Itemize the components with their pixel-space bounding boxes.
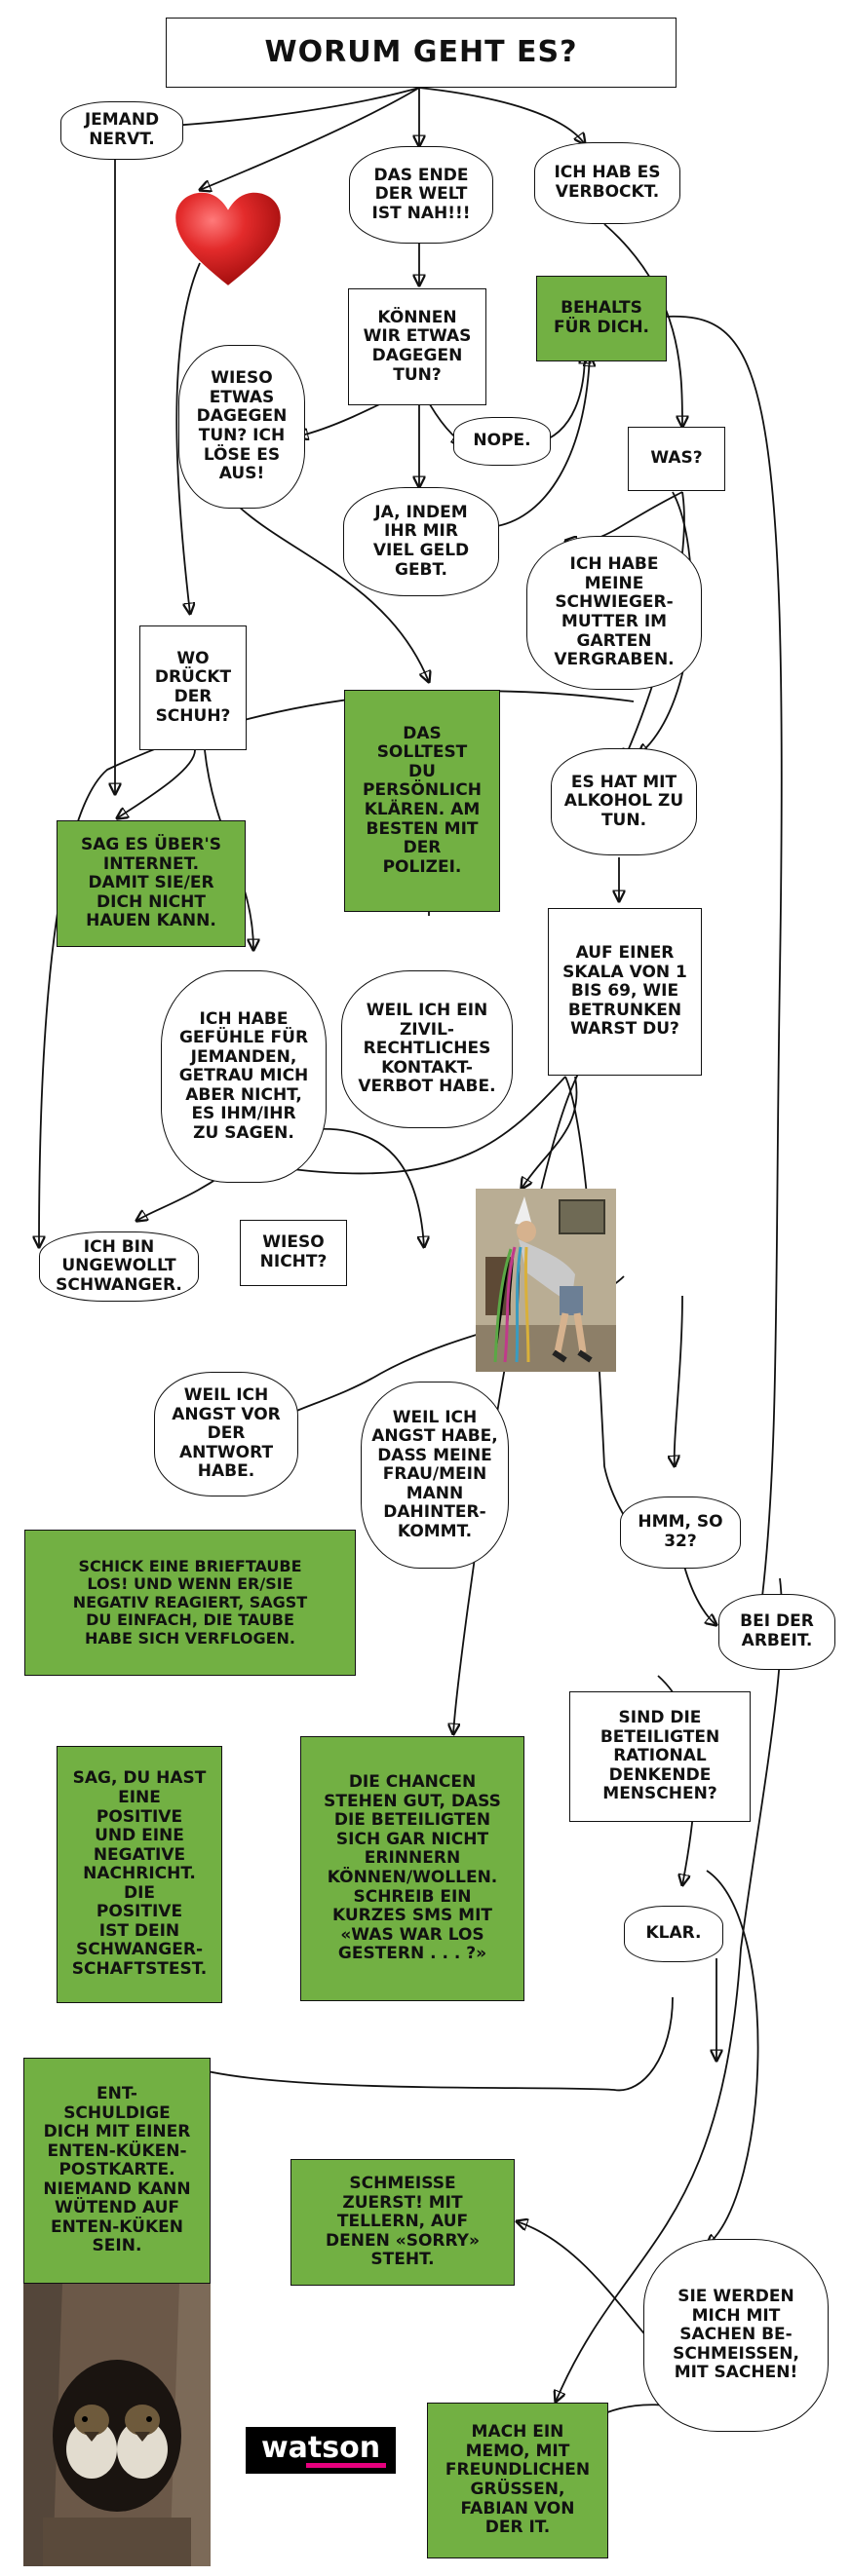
node-hmm: HMM, SO 32? [620, 1496, 741, 1569]
node-jemand-nervt: JEMAND NERVT. [60, 101, 183, 160]
edge [707, 1870, 759, 2246]
node-koennen-wir: KÖNNEN WIR ETWAS DAGEGEN TUN? [348, 288, 486, 405]
edge [185, 1996, 674, 2092]
node-entschuldige: ENT- SCHULDIGE DICH MIT EINER ENTEN-KÜKE… [23, 2058, 211, 2284]
node-sachen: SIE WERDEN MICH MIT SACHEN BE- SCHMEISSE… [643, 2239, 829, 2432]
node-alkohol: ES HAT MIT ALKOHOL ZU TUN. [551, 748, 697, 855]
drunk-person-photo [476, 1189, 616, 1372]
node-brieftaube: SCHICK EINE BRIEFTAUBE LOS! UND WENN ER/… [24, 1530, 356, 1676]
watson-logo: watson [246, 2427, 396, 2474]
page-title: WORUM GEHT ES? [166, 18, 677, 88]
node-chancen: DIE CHANCEN STEHEN GUT, DASS DIE BETEILI… [300, 1736, 524, 2001]
edge [175, 262, 201, 614]
node-wieso-nicht: WIESO NICHT? [240, 1220, 347, 1286]
edge [556, 1577, 783, 2402]
watson-logo-text: watson [260, 2431, 381, 2465]
node-verbockt: ICH HAB ES VERBOCKT. [534, 142, 680, 224]
node-nope: NOPE. [453, 417, 551, 466]
node-rational: SIND DIE BETEILIGTEN RATIONAL DENKENDE M… [569, 1691, 751, 1822]
node-angst-frau: WEIL ICH ANGST HABE, DASS MEINE FRAU/MEI… [361, 1382, 509, 1569]
edge [39, 690, 635, 1247]
node-schwiegermutter: ICH HABE MEINE SCHWIEGER- MUTTER IM GART… [526, 536, 702, 690]
node-sag-du-hast: SAG, DU HAST EINE POSITIVE UND EINE NEGA… [57, 1746, 222, 2003]
edge [675, 1295, 683, 1466]
logo-accent-bar [306, 2463, 386, 2468]
edge [522, 1076, 578, 1189]
node-wo-drueckt: WO DRÜCKT DER SCHUH? [139, 625, 247, 750]
edge [238, 506, 429, 682]
node-memo: MACH EIN MEMO, MIT FREUNDLICHEN GRÜSSEN,… [427, 2403, 608, 2558]
edge [301, 1127, 424, 1247]
edge [517, 2221, 649, 2339]
node-schwanger: ICH BIN UNGEWOLLT SCHWANGER. [39, 1231, 199, 1302]
edge [681, 1558, 716, 1625]
node-klar: KLAR. [624, 1906, 723, 1962]
edge [117, 749, 196, 818]
heart-icon [175, 192, 281, 285]
edge [496, 356, 590, 527]
node-was: WAS? [628, 427, 725, 491]
node-ende-der-welt: DAS ENDE DER WELT IST NAH!!! [349, 146, 493, 244]
edge [603, 223, 682, 427]
edge [156, 87, 420, 127]
node-angst-antwort: WEIL ICH ANGST VOR DER ANTWORT HABE. [154, 1372, 298, 1496]
node-kontaktverbot: WEIL ICH EIN ZIVIL- RECHTLICHES KONTAKT-… [341, 970, 513, 1128]
node-sag-internet: SAG ES ÜBER'S INTERNET. DAMIT SIE/ER DIC… [57, 820, 246, 947]
edge [662, 315, 783, 1612]
edge [418, 87, 585, 144]
node-skala: AUF EINER SKALA VON 1 BIS 69, WIE BETRUN… [548, 908, 702, 1076]
edge [200, 87, 420, 190]
node-schmeisse: SCHMEISSE ZUERST! MIT TELLERN, AUF DENEN… [290, 2159, 515, 2286]
node-ja-indem: JA, INDEM IHR MIR VIEL GELD GEBT. [343, 487, 499, 596]
node-wieso-etwas: WIESO ETWAS DAGEGEN TUN? ICH LÖSE ES AUS… [178, 345, 305, 509]
edge [565, 491, 683, 542]
node-gefuehle: ICH HABE GEFÜHLE FÜR JEMANDEN, GETRAU MI… [161, 970, 327, 1183]
node-solltest: DAS SOLLTEST DU PERSÖNLICH KLÄREN. AM BE… [344, 690, 500, 912]
edge [453, 1061, 586, 1734]
node-behalts: BEHALTS FÜR DICH. [536, 276, 667, 361]
node-bei-der-arbeit: BEI DER ARBEIT. [718, 1594, 835, 1670]
ducklings-photo [23, 2284, 211, 2566]
